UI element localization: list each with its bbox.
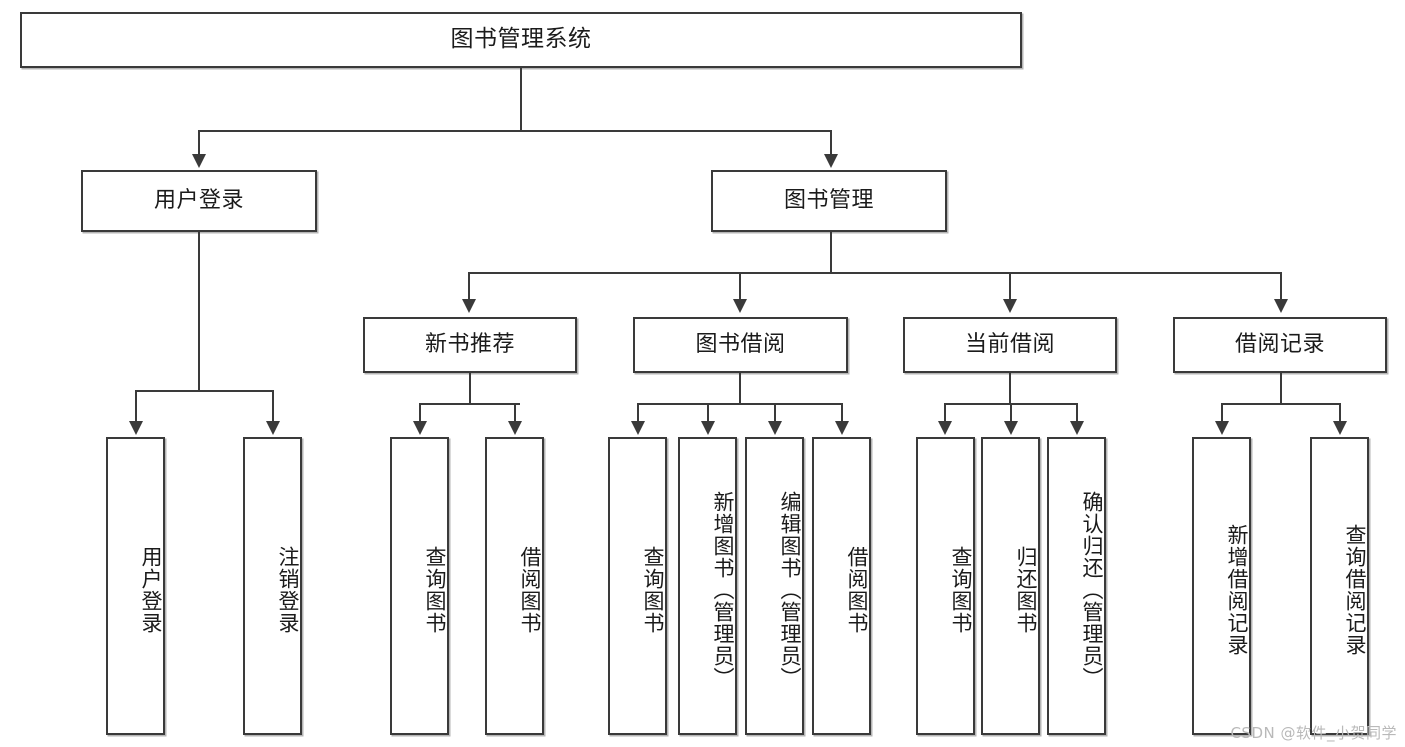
edge-bb-to-leaf-2 bbox=[707, 403, 709, 423]
edge-root-to-user-login bbox=[198, 130, 200, 156]
node-label: 借阅图书 bbox=[845, 546, 869, 634]
edge-cb-to-leaf-3 bbox=[1076, 403, 1078, 423]
leaf-query-book-3[interactable]: 查询图书 bbox=[916, 437, 975, 735]
watermark: CSDN @软件_小贺同学 bbox=[1230, 724, 1397, 742]
arrow-to-leaf-user-login-icon bbox=[129, 421, 143, 435]
arrow-to-leaf-user-logout-icon bbox=[266, 421, 280, 435]
leaf-return-book[interactable]: 归还图书 bbox=[981, 437, 1040, 735]
node-book-borrow[interactable]: 图书借阅 bbox=[633, 317, 848, 373]
edge-to-new-book-recommend bbox=[468, 272, 470, 301]
arrow-to-leaf-query-book-3-icon bbox=[938, 421, 952, 435]
arrow-to-leaf-add-book-icon bbox=[701, 421, 715, 435]
edge-new-book-recommend-stem bbox=[469, 373, 471, 403]
arrow-to-leaf-borrow-book-1-icon bbox=[508, 421, 522, 435]
edge-book-borrow-stem bbox=[739, 373, 741, 403]
leaf-confirm-return[interactable]: 确认归还（管理员） bbox=[1047, 437, 1106, 735]
node-label: 图书管理 bbox=[783, 188, 874, 214]
arrow-to-leaf-return-book-icon bbox=[1004, 421, 1018, 435]
arrow-to-leaf-add-record-icon bbox=[1215, 421, 1229, 435]
edge-nbr-to-leaf-2 bbox=[514, 403, 516, 423]
node-root-book-management-system[interactable]: 图书管理系统 bbox=[20, 12, 1022, 68]
node-book-manage[interactable]: 图书管理 bbox=[711, 170, 947, 232]
edge-nbr-to-leaf-1 bbox=[419, 403, 421, 423]
leaf-add-record[interactable]: 新增借阅记录 bbox=[1192, 437, 1251, 735]
node-label: 用户登录 bbox=[153, 188, 244, 214]
edge-user-login-bus bbox=[135, 390, 272, 392]
leaf-edit-book[interactable]: 编辑图书（管理员） bbox=[745, 437, 804, 735]
leaf-user-login[interactable]: 用户登录 bbox=[106, 437, 165, 735]
arrow-to-leaf-query-book-2-icon bbox=[631, 421, 645, 435]
edge-user-login-to-leaf-2 bbox=[272, 390, 274, 423]
node-label: 确认归还（管理员） bbox=[1080, 491, 1104, 689]
arrow-to-book-borrow-icon bbox=[733, 299, 747, 313]
edge-book-manage-stem bbox=[830, 232, 832, 272]
edge-root-stem bbox=[520, 68, 522, 130]
edge-bb-to-leaf-3 bbox=[774, 403, 776, 423]
node-label: 新增图书（管理员） bbox=[711, 491, 735, 689]
node-label: 查询图书 bbox=[423, 546, 447, 634]
node-label: 借阅图书 bbox=[518, 546, 542, 634]
node-user-login[interactable]: 用户登录 bbox=[81, 170, 317, 232]
node-label: 借阅记录 bbox=[1234, 332, 1325, 358]
arrow-to-leaf-query-book-1-icon bbox=[413, 421, 427, 435]
node-label: 图书管理系统 bbox=[450, 26, 592, 53]
node-label: 查询借阅记录 bbox=[1343, 524, 1367, 656]
edge-cb-to-leaf-2 bbox=[1010, 403, 1012, 423]
node-label: 当前借阅 bbox=[964, 332, 1055, 358]
node-new-book-recommend[interactable]: 新书推荐 bbox=[363, 317, 577, 373]
edge-bb-to-leaf-1 bbox=[637, 403, 639, 423]
arrow-to-book-manage-icon bbox=[824, 154, 838, 168]
arrow-to-new-book-recommend-icon bbox=[462, 299, 476, 313]
edge-book-manage-bus bbox=[468, 272, 1280, 274]
node-current-borrow[interactable]: 当前借阅 bbox=[903, 317, 1117, 373]
node-label: 编辑图书（管理员） bbox=[778, 491, 802, 689]
arrow-to-leaf-edit-book-icon bbox=[768, 421, 782, 435]
node-label: 用户登录 bbox=[139, 546, 163, 634]
edge-borrow-record-bus bbox=[1221, 403, 1340, 405]
edge-to-borrow-record bbox=[1280, 272, 1282, 301]
leaf-borrow-book-1[interactable]: 借阅图书 bbox=[485, 437, 544, 735]
arrow-to-leaf-query-record-icon bbox=[1333, 421, 1347, 435]
edge-book-borrow-bus bbox=[637, 403, 842, 405]
arrow-to-user-login-icon bbox=[192, 154, 206, 168]
edge-br-to-leaf-1 bbox=[1221, 403, 1223, 423]
edge-root-to-book-manage bbox=[830, 130, 832, 156]
leaf-user-logout[interactable]: 注销登录 bbox=[243, 437, 302, 735]
edge-user-login-to-leaf-1 bbox=[135, 390, 137, 423]
edge-bb-to-leaf-4 bbox=[841, 403, 843, 423]
node-borrow-record[interactable]: 借阅记录 bbox=[1173, 317, 1387, 373]
node-label: 图书借阅 bbox=[695, 332, 786, 358]
leaf-borrow-book-2[interactable]: 借阅图书 bbox=[812, 437, 871, 735]
edge-current-borrow-stem bbox=[1009, 373, 1011, 403]
node-label: 查询图书 bbox=[641, 546, 665, 634]
edge-new-book-recommend-bus bbox=[419, 403, 520, 405]
arrow-to-current-borrow-icon bbox=[1003, 299, 1017, 313]
node-label: 新增借阅记录 bbox=[1225, 524, 1249, 656]
edge-cb-to-leaf-1 bbox=[944, 403, 946, 423]
leaf-query-record[interactable]: 查询借阅记录 bbox=[1310, 437, 1369, 735]
arrow-to-leaf-confirm-return-icon bbox=[1070, 421, 1084, 435]
node-label: 查询图书 bbox=[949, 546, 973, 634]
edge-to-book-borrow bbox=[739, 272, 741, 301]
leaf-query-book-2[interactable]: 查询图书 bbox=[608, 437, 667, 735]
edge-root-bus bbox=[198, 130, 832, 132]
edge-to-current-borrow bbox=[1009, 272, 1011, 301]
node-label: 新书推荐 bbox=[424, 332, 515, 358]
leaf-query-book-1[interactable]: 查询图书 bbox=[390, 437, 449, 735]
node-label: 注销登录 bbox=[276, 546, 300, 634]
arrow-to-borrow-record-icon bbox=[1274, 299, 1288, 313]
edge-user-login-stem bbox=[198, 232, 200, 390]
edge-br-to-leaf-2 bbox=[1339, 403, 1341, 423]
edge-borrow-record-stem bbox=[1280, 373, 1282, 403]
node-label: 归还图书 bbox=[1014, 546, 1038, 634]
arrow-to-leaf-borrow-book-2-icon bbox=[835, 421, 849, 435]
leaf-add-book[interactable]: 新增图书（管理员） bbox=[678, 437, 737, 735]
